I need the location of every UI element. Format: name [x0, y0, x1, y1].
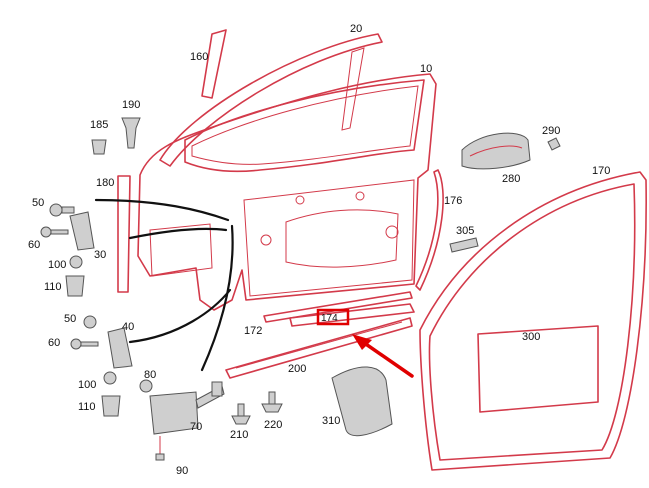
label-176: 176: [444, 195, 462, 207]
label-300: 300: [522, 331, 540, 343]
part-30-hinge-upper: [69, 211, 95, 251]
label-305: 305: [456, 225, 474, 237]
part-174-strip: [289, 303, 415, 327]
label-100-upper: 100: [48, 259, 66, 271]
callout-labels: 160 20 10 190 185 290 170 180 280 50 176…: [28, 23, 610, 477]
label-60-upper: 60: [28, 239, 40, 251]
label-280: 280: [502, 173, 520, 185]
part-20-window-seal: [159, 33, 383, 167]
part-50-bolt-lower: [83, 315, 97, 329]
highlight-callout: [316, 308, 414, 378]
label-220: 220: [264, 419, 282, 431]
wiring: [94, 198, 234, 372]
part-170-door-seal: [419, 171, 647, 471]
part-10-door-shell: [137, 73, 437, 311]
label-90: 90: [176, 465, 188, 477]
part-110-bushing-upper: [65, 275, 85, 297]
label-170: 170: [592, 165, 610, 177]
label-30: 30: [94, 249, 106, 261]
part-172-strip: [263, 291, 413, 323]
part-60-bolt-lower: [70, 338, 99, 350]
part-160-strip: [201, 29, 227, 99]
label-185: 185: [90, 119, 108, 131]
part-220-clip: [261, 391, 283, 413]
label-174: 174: [321, 313, 338, 324]
label-180: 180: [96, 177, 114, 189]
label-172: 172: [244, 325, 262, 337]
part-185-clip: [91, 139, 107, 155]
part-190-clip: [121, 117, 141, 149]
label-290: 290: [542, 125, 560, 137]
part-176-strip: [415, 169, 444, 291]
part-280-door-handle: [461, 132, 531, 170]
part-40-hinge-lower: [107, 327, 133, 369]
label-210: 210: [230, 429, 248, 441]
part-200-sill-strip: [225, 317, 413, 379]
label-50-upper: 50: [32, 197, 44, 209]
part-70-door-check: [149, 381, 225, 435]
label-20: 20: [350, 23, 362, 35]
part-180-strip: [117, 175, 131, 293]
part-100-nut-upper: [69, 255, 83, 269]
part-110-bushing-lower: [101, 395, 121, 417]
part-100-nut-lower: [103, 371, 117, 385]
label-50-lower: 50: [64, 313, 76, 325]
part-60-bolt-upper: [40, 226, 69, 238]
label-160: 160: [190, 51, 208, 63]
label-100-lower: 100: [78, 379, 96, 391]
label-70: 70: [190, 421, 202, 433]
part-290-screw: [547, 137, 561, 151]
label-310: 310: [322, 415, 340, 427]
part-310-trim: [331, 366, 393, 437]
label-80: 80: [144, 369, 156, 381]
label-40: 40: [122, 321, 134, 333]
part-300-label-sheet: [477, 325, 599, 413]
label-190: 190: [122, 99, 140, 111]
part-305-pad: [449, 237, 479, 253]
label-200: 200: [288, 363, 306, 375]
label-110-upper: 110: [44, 281, 62, 293]
part-210-clip: [231, 403, 251, 425]
label-110-lower: 110: [78, 401, 96, 413]
label-60-lower: 60: [48, 337, 60, 349]
part-50-bolt-upper: [49, 203, 75, 217]
part-80: [139, 379, 153, 393]
label-10: 10: [420, 63, 432, 75]
part-90-bolt: [155, 436, 165, 461]
